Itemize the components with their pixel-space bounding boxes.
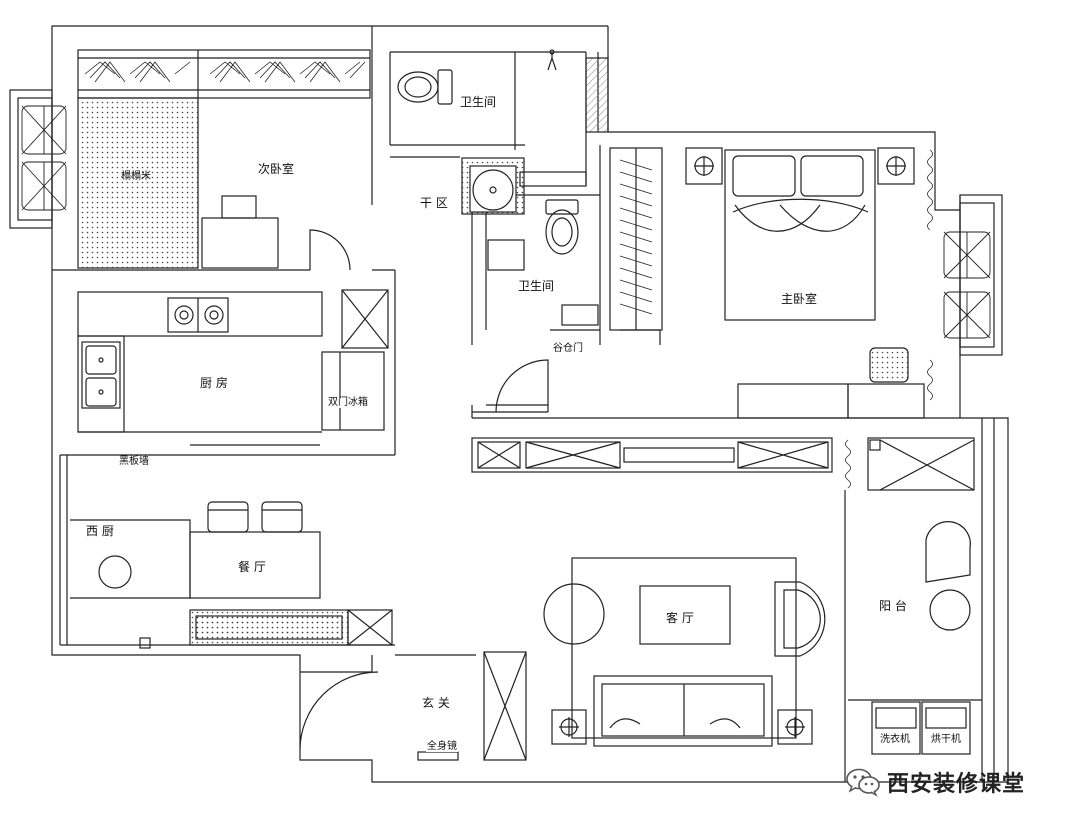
label-kitchen: 厨 房 [198, 376, 230, 390]
label-living-room: 客 厅 [664, 611, 696, 625]
curtain-master [927, 149, 933, 401]
master-desk [737, 383, 925, 419]
window-bay-right [959, 194, 1003, 356]
label-dryer: 烘干机 [931, 734, 961, 745]
label-dry-zone: 干 区 [418, 196, 450, 210]
fridge [321, 351, 385, 431]
desk-second-bedroom [201, 195, 279, 269]
dining-sideboard [139, 609, 393, 649]
round-stool [543, 583, 605, 645]
dining-table [70, 519, 321, 599]
shoe-cabinet [417, 651, 527, 761]
shower-area [519, 49, 609, 187]
tatami-platform [77, 97, 199, 269]
balcony-stool [929, 589, 971, 631]
label-bathroom-top: 卫生间 [458, 95, 499, 109]
label-second-bedroom: 次卧室 [256, 162, 297, 176]
wardrobe-hangers-top [84, 61, 366, 83]
label-bathroom-mid: 卫生间 [516, 279, 557, 293]
ottoman [869, 347, 909, 383]
wardrobe-master [609, 147, 663, 331]
wechat-icon [846, 768, 880, 797]
master-bed [724, 149, 876, 321]
armchair [774, 581, 826, 657]
interior-walls [52, 26, 995, 782]
window-bay-left [9, 89, 53, 229]
door-swings [299, 229, 549, 751]
label-tatami: 榻榻米 [121, 171, 151, 182]
balcony-chair [925, 521, 971, 583]
label-entrance: 玄 关 [420, 696, 452, 710]
dining-chairs [207, 501, 303, 533]
wardrobe-top [77, 49, 371, 99]
side-tables [551, 709, 813, 745]
nightstands [685, 147, 915, 185]
label-washer: 洗衣机 [880, 734, 910, 745]
label-dining-room: 餐 厅 [236, 560, 268, 574]
tv-cabinet [471, 437, 833, 473]
laundry-machines [848, 699, 982, 755]
sink [81, 341, 121, 409]
sofa [593, 675, 773, 747]
basin [461, 157, 525, 215]
kitchen-cabinet-upper [341, 289, 389, 349]
watermark: 西安装修课堂 [845, 766, 1025, 798]
toilet-top [397, 69, 453, 105]
label-master-bedroom: 主卧室 [779, 292, 820, 306]
bathroom-cabinet [487, 239, 599, 326]
balcony-cabinet [845, 437, 975, 491]
cushions-left [21, 105, 67, 211]
label-full-mirror: 全身镜 [426, 741, 458, 752]
cushions-right [943, 231, 991, 339]
watermark-text: 西安装修课堂 [887, 772, 1026, 797]
kitchen-counter [77, 291, 323, 433]
label-western-kitchen: 西 厨 [84, 524, 116, 538]
toilet-mid [545, 199, 579, 255]
label-double-fridge: 双门冰箱 [327, 397, 369, 408]
cooktop [167, 297, 229, 333]
label-blackboard-wall: 黑板墙 [118, 456, 150, 467]
label-grain-door: 谷仓门 [552, 343, 584, 354]
label-balcony: 阳 台 [877, 599, 909, 613]
